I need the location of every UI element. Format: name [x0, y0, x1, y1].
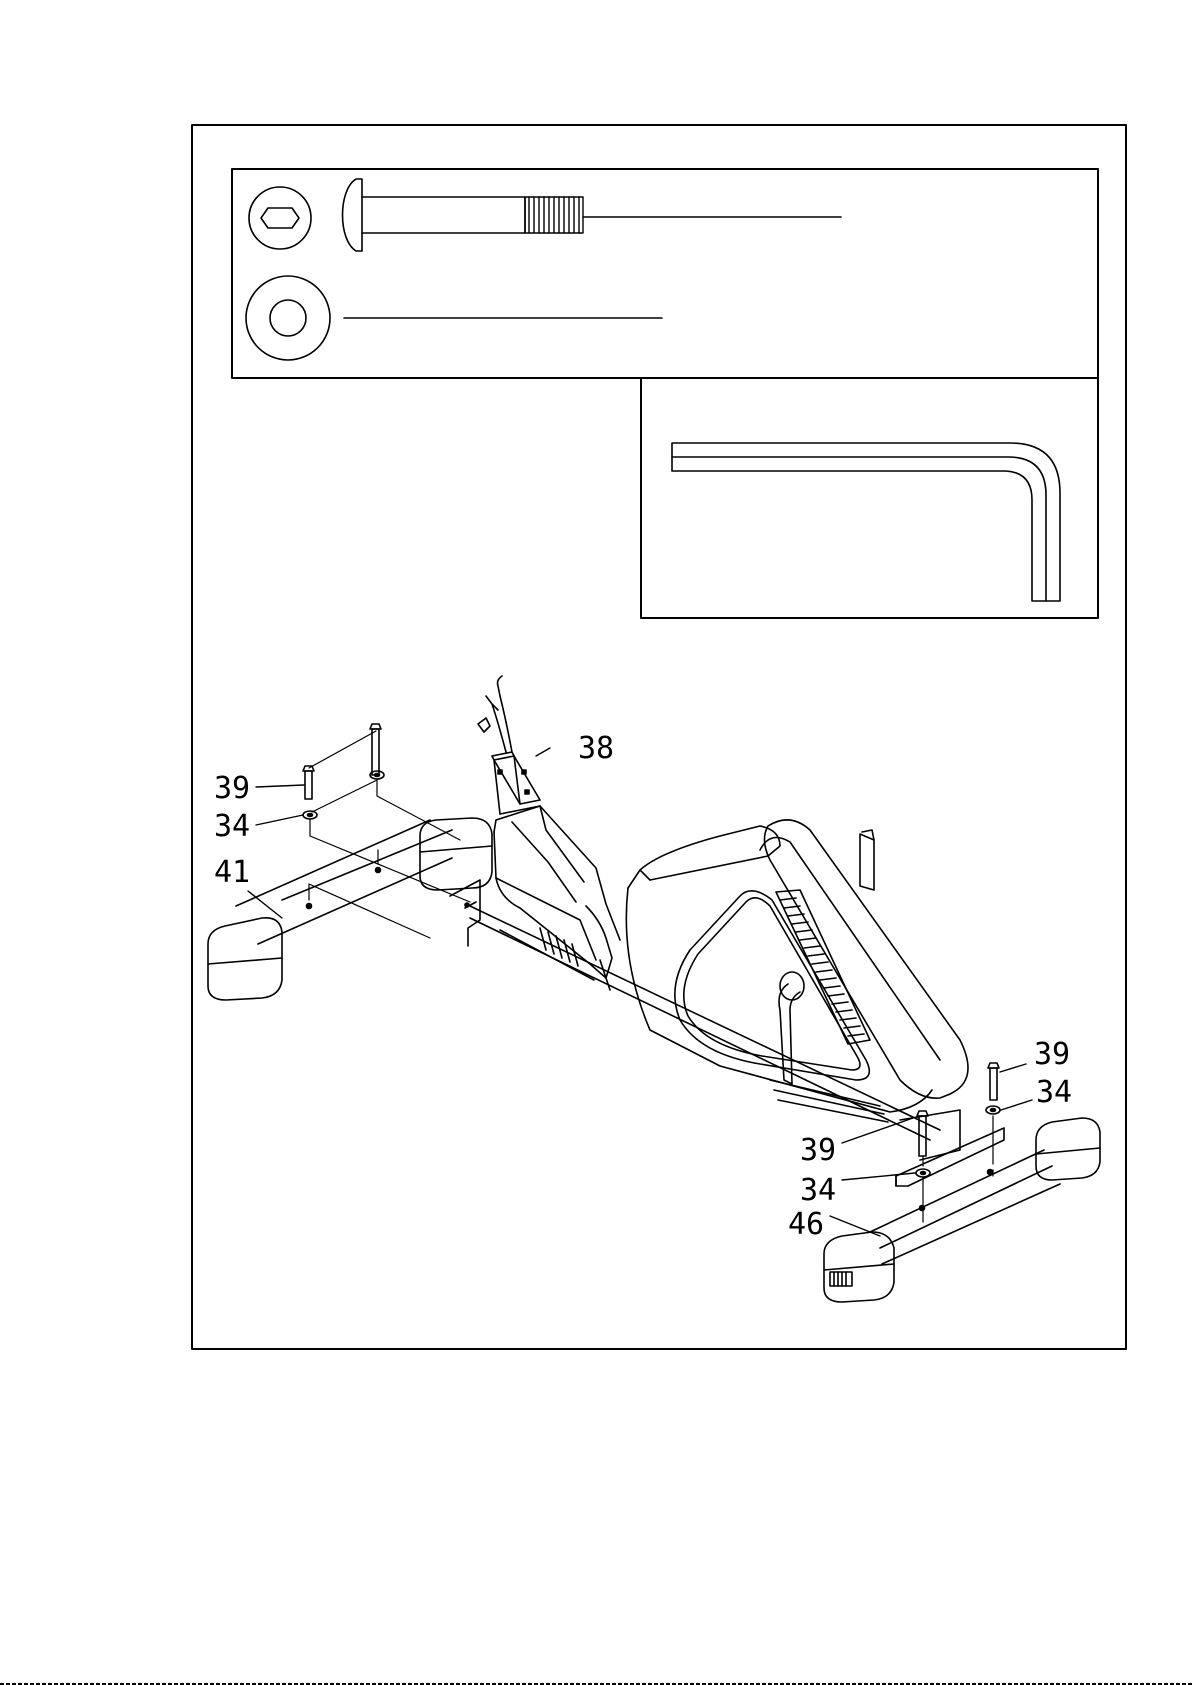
bolt-side-icon: [343, 179, 842, 251]
front-stabilizer-41: [208, 818, 492, 1000]
leader-lines: [248, 748, 1032, 1236]
outer-frame: [192, 125, 1126, 1349]
wrench-box: [641, 378, 1098, 618]
rear-stabilizer-46: [824, 1118, 1100, 1302]
main-frame: [450, 676, 968, 1160]
label-34-right-bottom: 34: [800, 1173, 836, 1208]
label-39-left: 39: [214, 771, 250, 806]
upright-tube-38: [492, 752, 540, 814]
allen-wrench-icon: [672, 443, 1060, 601]
label-38: 38: [578, 731, 614, 766]
label-39-right-bottom: 39: [800, 1133, 836, 1168]
label-41: 41: [214, 855, 250, 890]
right-fasteners: [916, 1063, 1000, 1222]
label-34-right-top: 34: [1036, 1075, 1072, 1110]
label-39-right-top: 39: [1034, 1037, 1070, 1072]
left-fasteners: [303, 724, 470, 938]
washer-icon: [246, 276, 662, 360]
label-46: 46: [788, 1207, 824, 1242]
label-34-left: 34: [214, 809, 250, 844]
bolt-head-icon: [249, 187, 311, 249]
